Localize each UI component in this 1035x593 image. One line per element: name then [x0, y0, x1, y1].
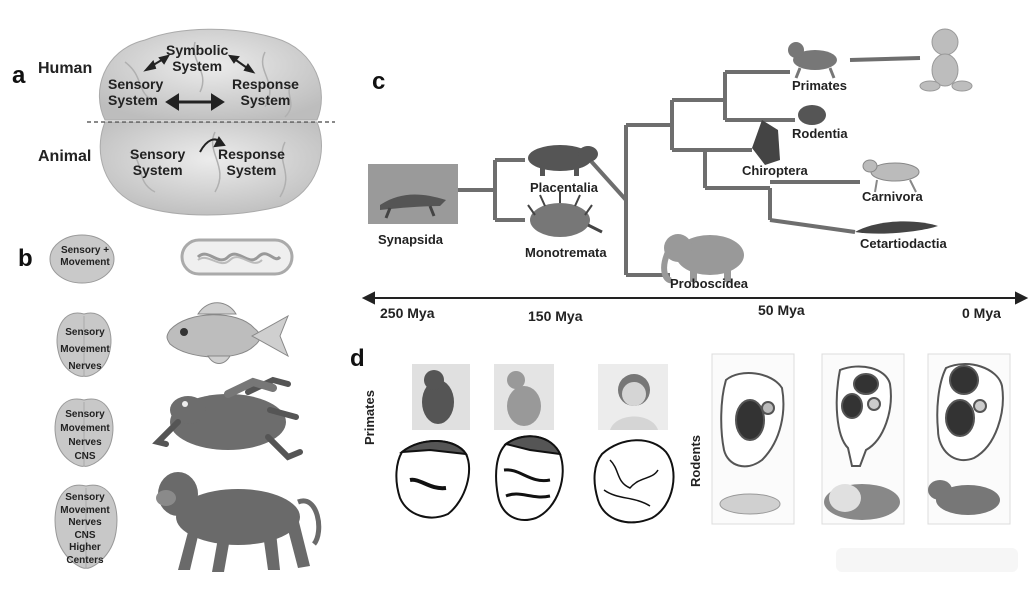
taxon-cetartiodactia: Cetartiodactia: [860, 236, 947, 251]
timeline-0: 0 Mya: [962, 305, 1001, 321]
primate-brain-2: [495, 435, 564, 521]
taxon-placentalia: Placentalia: [530, 180, 598, 195]
primate-brain-1: [395, 439, 471, 519]
human-label: Human: [38, 60, 93, 77]
brain-icon-4: [54, 484, 118, 569]
row2-nervous-label: Sensory Movement Nerves: [60, 327, 110, 372]
monkey-icon: [156, 472, 322, 572]
human-brain: [593, 439, 675, 524]
cetartiodactia-icon: [855, 221, 938, 234]
row1-nervous-label: Sensory + Movement: [60, 245, 110, 268]
bacterium-icon: [180, 238, 294, 276]
primates-icon: [788, 42, 837, 79]
timeline-250: 250 Mya: [380, 305, 435, 321]
timeline-150: 150 Mya: [528, 308, 583, 324]
rodentia-icon: [798, 105, 826, 125]
rodent-1-icon: [719, 493, 781, 515]
synapsida-image: [368, 164, 458, 224]
brain-icon-3: [54, 398, 114, 467]
taxon-proboscidea: Proboscidea: [670, 276, 749, 291]
brain-lower-half: [99, 121, 322, 216]
human-response-system-label: Response System: [232, 76, 299, 108]
panel-b-graphics: [49, 234, 322, 572]
rodent-brain-1: [720, 372, 785, 468]
frog-icon: [152, 376, 303, 461]
placentalia-icon: [528, 145, 598, 176]
animal-label: Animal: [38, 148, 92, 165]
taxon-synapsida: Synapsida: [378, 232, 444, 247]
animal-sensory-system-label: Sensory System: [130, 146, 186, 178]
timeline-axis: [361, 291, 1029, 305]
row3-nervous-label: Sensory Movement Nerves CNS: [60, 409, 110, 462]
human-sensory-system-label: Sensory System: [108, 76, 164, 108]
taxon-rodentia: Rodentia: [792, 126, 848, 141]
row4-nervous-label: Sensory Movement Nerves CNS Higher Cente…: [60, 492, 110, 566]
human-baby-icon: [919, 28, 973, 92]
rodent-brain-3: [936, 363, 1004, 461]
primates-row-label: Primates: [362, 390, 377, 445]
monotremata-icon: [527, 192, 603, 237]
phylogeny-tree: [361, 28, 1029, 305]
chiroptera-icon: [752, 120, 780, 165]
panel-letter-c: c: [372, 68, 386, 95]
brain-icon-2: [56, 312, 112, 377]
watermark-block: [836, 548, 1018, 572]
symbolic-system-label: Symbolic System: [166, 42, 229, 74]
fish-icon: [166, 302, 289, 364]
taxon-chiroptera: Chiroptera: [742, 163, 808, 178]
carnivora-icon: [862, 159, 920, 193]
brain-upper-half: [98, 28, 322, 121]
brain-oval-1: [49, 234, 115, 284]
animal-response-system-label: Response System: [218, 146, 285, 178]
panel-letter-d: d: [350, 345, 365, 372]
brain-illustration: [85, 28, 335, 216]
taxon-monotremata: Monotremata: [525, 245, 607, 260]
rodent-brain-2: [835, 365, 892, 467]
panel-letter-a: a: [12, 62, 26, 89]
capybara-icon: [928, 480, 1000, 515]
panel-letter-b: b: [18, 245, 33, 272]
panel-d-graphics: [395, 353, 1011, 525]
timeline-50: 50 Mya: [758, 302, 805, 318]
rodent-2-icon: [824, 484, 900, 520]
proboscidea-icon: [661, 234, 744, 284]
taxon-primates: Primates: [792, 78, 847, 93]
taxon-carnivora: Carnivora: [862, 189, 923, 204]
